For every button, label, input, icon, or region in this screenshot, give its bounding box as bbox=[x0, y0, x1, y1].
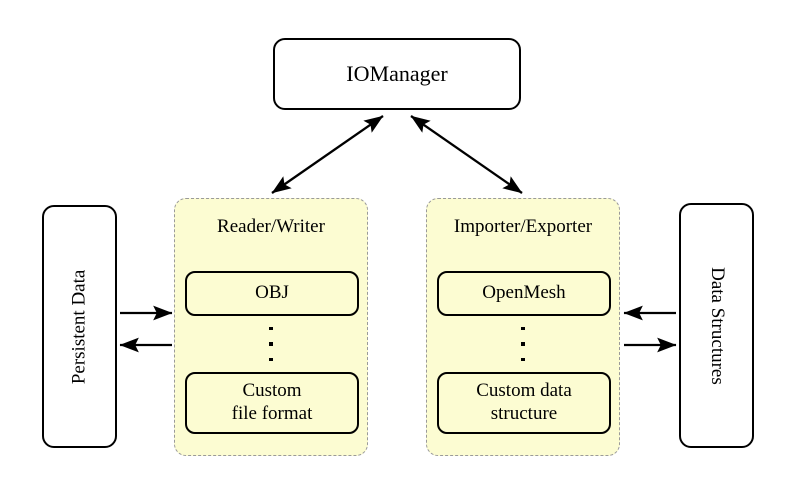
panel-reader-writer[interactable]: Reader/Writer OBJ Custom file format bbox=[174, 198, 368, 456]
node-openmesh-label: OpenMesh bbox=[482, 282, 566, 304]
dot-icon bbox=[269, 357, 273, 361]
node-custom-data-structure[interactable]: Custom data structure bbox=[437, 372, 611, 434]
panel-importer-exporter-title: Importer/Exporter bbox=[453, 216, 593, 237]
vertical-dots-icon bbox=[175, 327, 367, 361]
node-obj-label: OBJ bbox=[255, 282, 289, 304]
node-persistent-data-label: Persistent Data bbox=[68, 269, 90, 384]
arrow-iomanager-importerexporter bbox=[410, 115, 523, 194]
node-iomanager-label: IOManager bbox=[346, 61, 448, 87]
panel-importer-exporter[interactable]: Importer/Exporter OpenMesh Custom data s… bbox=[426, 198, 620, 456]
panel-reader-writer-title: Reader/Writer bbox=[217, 216, 325, 237]
dot-icon bbox=[269, 327, 273, 331]
node-openmesh[interactable]: OpenMesh bbox=[437, 271, 611, 316]
node-data-structures-label: Data Structures bbox=[706, 266, 728, 385]
node-custom-file-format[interactable]: Custom file format bbox=[185, 372, 359, 434]
node-obj[interactable]: OBJ bbox=[185, 271, 359, 316]
node-custom-data-structure-label-line1: Custom data bbox=[476, 380, 572, 402]
arrow-iomanager-readerwriter bbox=[271, 115, 384, 194]
node-persistent-data[interactable]: Persistent Data bbox=[42, 205, 117, 448]
node-custom-file-format-label-line2: file format bbox=[231, 403, 313, 424]
dot-icon bbox=[269, 342, 273, 346]
node-iomanager[interactable]: IOManager bbox=[273, 38, 521, 110]
node-custom-file-format-label-line1: Custom bbox=[242, 380, 302, 402]
dot-icon bbox=[521, 327, 525, 331]
node-data-structures[interactable]: Data Structures bbox=[679, 203, 754, 448]
dot-icon bbox=[521, 342, 525, 346]
dot-icon bbox=[521, 357, 525, 361]
vertical-dots-icon bbox=[427, 327, 619, 361]
node-custom-data-structure-label-line2: structure bbox=[490, 403, 558, 424]
